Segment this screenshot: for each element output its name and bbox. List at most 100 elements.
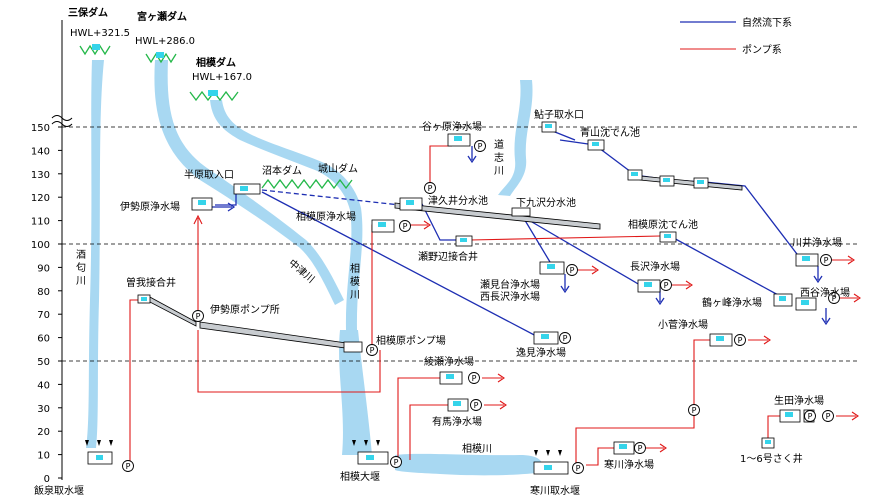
pump-yagahara <box>429 145 452 186</box>
sagami-river-horizontal-label: 相模川 <box>462 442 492 455</box>
river-label-char: 道 <box>494 138 504 151</box>
shimokuzawa-tank <box>511 207 531 217</box>
aqueduct-isehara-sagamihara-pump <box>199 321 361 351</box>
chain-water-3 <box>697 180 704 184</box>
gravity-nishiya-arrow <box>821 308 831 326</box>
ayase-water <box>446 374 454 379</box>
sagami-dam-water <box>208 90 218 96</box>
sagamihara-pump-tank <box>343 341 363 353</box>
isehara-plant-water <box>198 200 206 205</box>
miho-dam-hwl: HWL+321.5 <box>70 28 130 39</box>
pump-samukawa-plant-icon <box>634 442 646 454</box>
aoyama-water <box>592 142 599 146</box>
y-tick-label: 80 <box>37 287 50 298</box>
ayuko-water <box>545 124 552 128</box>
pump-sagamihara-plant-icon <box>399 220 411 232</box>
y-tick-label: 30 <box>37 404 50 415</box>
pump-kawai-arrow <box>832 255 855 265</box>
segyobe-water <box>460 238 467 242</box>
pump-ikuta-arrow <box>836 411 859 421</box>
y-tick-label: 140 <box>31 146 50 157</box>
pump-kosuge-glyph: P <box>738 336 743 345</box>
label-aoyama: 青山沈でん池 <box>580 126 640 139</box>
pump-samukawa-intake-glyph: P <box>576 464 581 473</box>
chain-water-1 <box>631 172 638 176</box>
numamoto-dam-icon <box>261 178 353 190</box>
pump-kawai-icon <box>820 254 832 266</box>
sakawa-river-label: 酒匂川 <box>76 249 86 287</box>
label-iizumi-intake: 飯泉取水堰 <box>34 484 84 497</box>
label-samukawa-intake: 寒川取水堰 <box>530 484 580 497</box>
river-label-char: 模 <box>350 276 360 288</box>
river-label-char: 川 <box>76 276 86 287</box>
numamoto-dam-name: 沼本ダム <box>262 164 302 177</box>
river-label-char: 匂 <box>76 261 86 274</box>
label-arima: 有馬浄水場 <box>432 415 482 428</box>
sagami-upper-river <box>210 100 363 330</box>
pump-ikuta-2-icon <box>822 410 834 422</box>
label-kosuge: 小菅浄水場 <box>658 318 708 331</box>
pump-sagamihara-up <box>371 224 380 346</box>
river-label-char: 相 <box>350 262 360 275</box>
pump-nishiya-icon <box>828 292 840 304</box>
pump-iizumi-glyph: P <box>126 462 131 471</box>
pump-ikuta-2-glyph: P <box>826 412 831 421</box>
pump-sagami-loop <box>197 330 381 393</box>
pump-yagahara-glyph: P <box>478 142 483 151</box>
label-sagamihara-settling: 相模原沈でん池 <box>628 218 698 231</box>
doshi-river-label: 道志川 <box>494 138 504 177</box>
pump-nagasawa-icon <box>660 279 672 291</box>
label-ikuta: 生田浄水場 <box>774 394 824 407</box>
pump-nagasawa-glyph: P <box>664 281 669 290</box>
miyagase-dam-water <box>156 52 164 58</box>
pump-nagasawa-arrow <box>672 280 693 290</box>
sagamihara-plant-water <box>378 222 386 227</box>
label-shimokuzawa: 下九沢分水池 <box>516 196 576 209</box>
pump-arima-glyph: P <box>474 401 479 410</box>
aqueduct-tsukui-line <box>394 202 601 230</box>
y-tick-label: 100 <box>31 240 50 251</box>
pump-samukawa-kosuge <box>575 339 710 468</box>
y-tick-label: 60 <box>37 334 50 345</box>
label-hanbara-intake: 半原取入口 <box>184 168 234 181</box>
label-samukawa-plant: 寒川浄水場 <box>604 458 654 471</box>
pump-samukawa-plant <box>586 447 614 466</box>
pump-isehara-glyph: P <box>196 312 201 321</box>
pump-sagamihara-arrow <box>410 220 431 230</box>
pump-hayami-icon <box>559 332 571 344</box>
sagami-dam-hwl: HWL+167.0 <box>192 72 252 83</box>
samukawa-intake-water <box>544 465 552 470</box>
y-tick-label: 40 <box>37 380 50 391</box>
nishiya-water <box>801 300 809 305</box>
legend-gravity-label: 自然流下系 <box>742 16 792 29</box>
pump-isehara-up-arrow <box>193 214 203 225</box>
pump-samukawa-plant-glyph: P <box>638 444 643 453</box>
miho-dam-water <box>92 44 100 50</box>
river-label-char: 酒 <box>76 249 86 261</box>
pump-samukawa-mid-glyph: P <box>692 406 697 415</box>
y-tick-label: 20 <box>37 427 50 438</box>
label-ayase: 綾瀬浄水場 <box>424 355 474 368</box>
iizumi-intake-water <box>96 455 103 460</box>
sakawa-river <box>86 60 104 448</box>
gravity-yagahara-arrow <box>467 146 477 164</box>
pump-hayami-glyph: P <box>563 334 568 343</box>
miyagase-dam-hwl: HWL+286.0 <box>135 36 195 47</box>
label-semi-line2: 西長沢浄水場 <box>480 290 540 303</box>
pump-isehara-icon <box>192 310 204 322</box>
gravity-hanbara-to-hayami <box>261 191 541 339</box>
pump-samukawa-arrow <box>646 443 667 453</box>
pump-ikuta-1-glyph: P <box>808 412 813 421</box>
tsurugamine-water <box>779 296 786 301</box>
pump-nishiya-arrow <box>840 293 861 303</box>
y-tick-label: 150 <box>31 123 50 134</box>
pump-samukawa-intake-icon <box>572 462 584 474</box>
pump-kosuge-arrow <box>748 335 771 345</box>
label-sagami-weir: 相模大堰 <box>340 470 380 483</box>
sagamihara-settling-water <box>664 234 671 238</box>
pump-arima-arrow <box>484 400 507 410</box>
pump-nishiya-glyph: P <box>832 294 837 303</box>
